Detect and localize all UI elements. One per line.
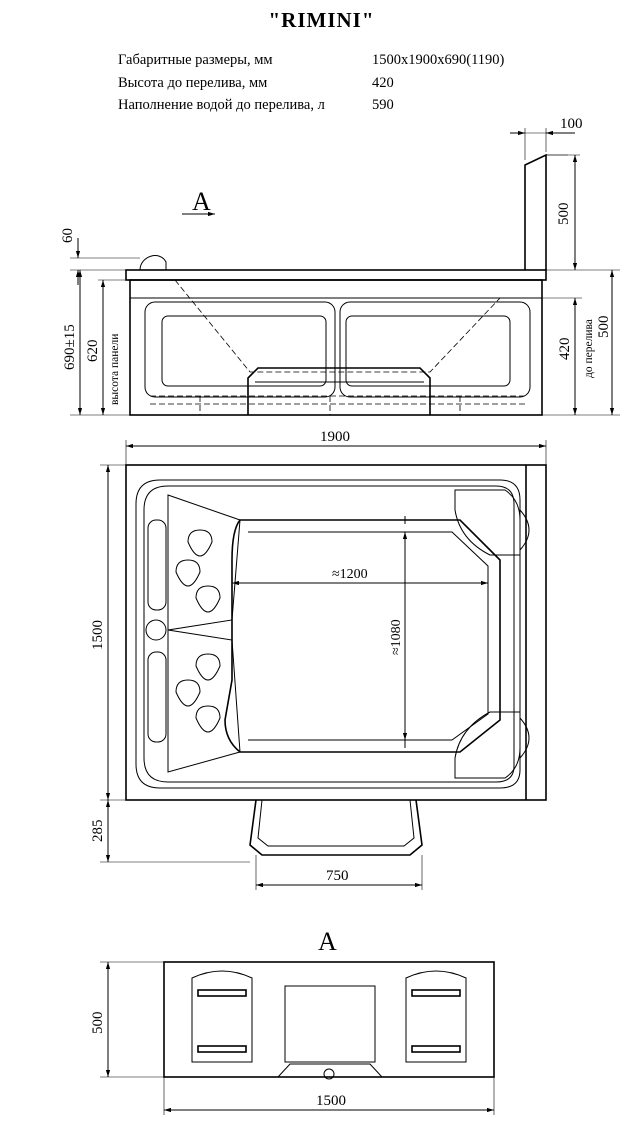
section-view-mark: A xyxy=(318,927,337,956)
section-view: A 500 1500 xyxy=(90,927,495,1115)
dim-section-height: 500 xyxy=(90,1012,106,1035)
jet-icon xyxy=(175,559,201,587)
spec-value: 1500x1900x690(1190) xyxy=(372,52,505,68)
drain-icon xyxy=(145,619,167,641)
panel-left xyxy=(144,301,336,398)
dim-inner-length: ≈1200 xyxy=(332,567,368,582)
section-outline xyxy=(163,961,495,1078)
dim-total-height: 690±15 xyxy=(62,324,78,370)
faucet-icon xyxy=(139,255,167,271)
spec-label: Наполнение водой до перелива, л xyxy=(118,97,325,113)
dim-length: 1900 xyxy=(320,429,350,445)
dim-width: 1500 xyxy=(90,620,106,650)
basin xyxy=(224,519,501,753)
overflow-label: до перелива xyxy=(583,319,595,378)
corner-seat-lower xyxy=(454,711,521,779)
headrest-lower xyxy=(147,651,167,743)
headrest-upper xyxy=(147,519,167,611)
step-top xyxy=(249,799,423,856)
dim-overflow-height: 420 xyxy=(557,338,573,361)
tub-outline xyxy=(125,464,547,801)
jet-icon xyxy=(187,529,213,557)
jet-icon xyxy=(195,653,221,681)
side-view: A 100 500 60 690±15 620 высота панели xyxy=(60,116,620,416)
spec-label: Высота до перелива, мм xyxy=(118,75,268,91)
spec-value: 590 xyxy=(372,97,394,113)
dim-inner-width: ≈1080 xyxy=(389,619,404,655)
panel-height-label: высота панели xyxy=(109,334,121,405)
panel-right xyxy=(339,301,531,398)
backrest-outline xyxy=(524,153,547,270)
dim-panel-height: 620 xyxy=(85,340,101,363)
dim-step-depth: 285 xyxy=(90,820,106,843)
dim-right-height: 500 xyxy=(596,316,612,339)
section-center-step xyxy=(284,985,376,1063)
jet-icon xyxy=(195,585,221,613)
top-view: 1900 ≈1200 xyxy=(90,429,547,890)
dim-section-width: 1500 xyxy=(316,1093,346,1109)
dim-step-width: 750 xyxy=(326,868,349,884)
tub-rim xyxy=(125,269,547,281)
section-mark-a: A xyxy=(192,187,211,216)
drawing-title: "RIMINI" xyxy=(268,8,375,32)
dim-backrest-width: 100 xyxy=(560,116,583,132)
tub-body xyxy=(129,279,543,416)
corner-seat-upper xyxy=(454,489,521,556)
dim-backrest-height: 500 xyxy=(556,203,572,226)
jet-icon xyxy=(175,679,201,707)
spec-label: Габаритные размеры, мм xyxy=(118,52,273,68)
dim-rim: 60 xyxy=(60,228,76,243)
jet-icon xyxy=(195,705,221,733)
spec-value: 420 xyxy=(372,75,394,91)
step xyxy=(247,367,431,415)
